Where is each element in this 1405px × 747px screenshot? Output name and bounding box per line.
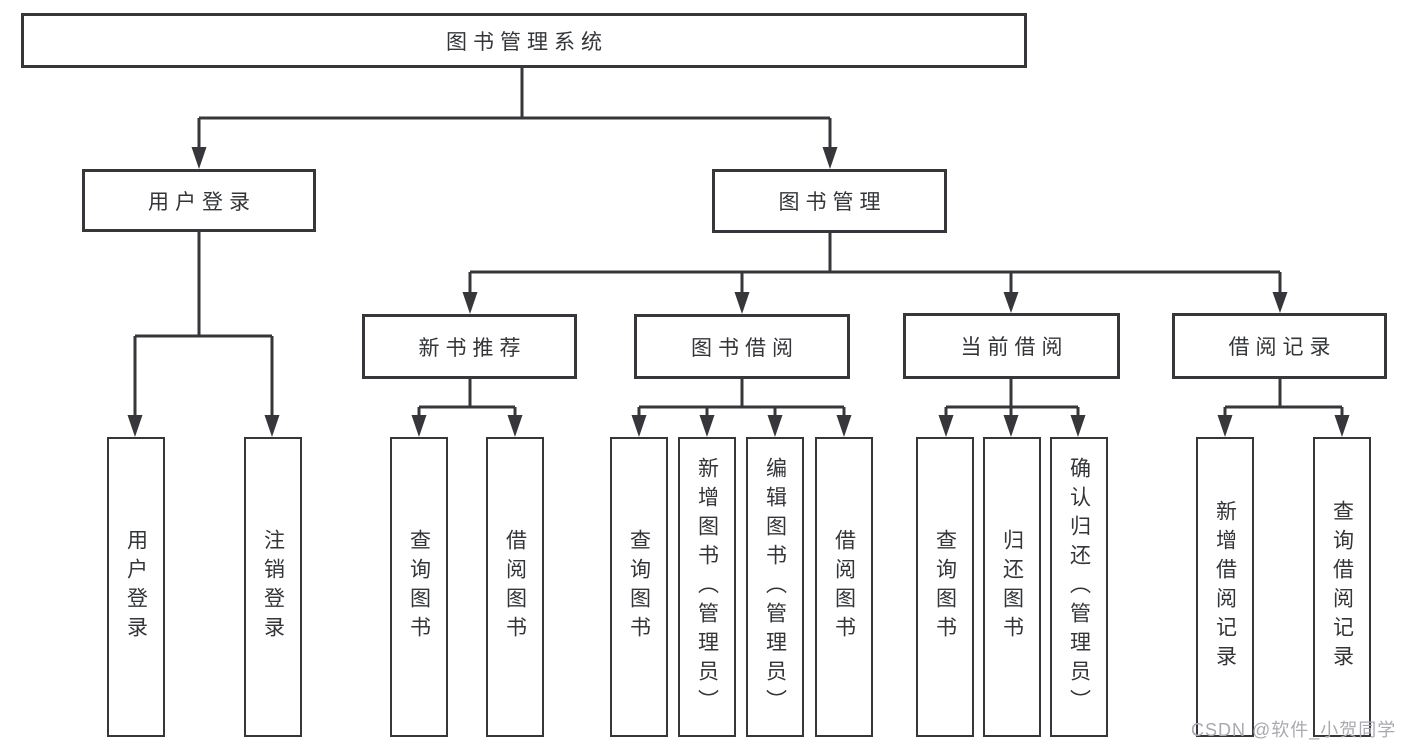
leaf-label: 借阅图书	[832, 529, 856, 645]
arrowhead-icon	[1003, 415, 1019, 437]
connector-line	[944, 379, 1080, 416]
leaf-query-books-recommend: 查询图书	[390, 437, 448, 737]
leaf-return-books: 归还图书	[983, 437, 1041, 737]
arrowhead-icon	[264, 415, 280, 437]
leaf-query-borrow-record: 查询借阅记录	[1313, 437, 1371, 737]
node-borrowing-records: 借阅记录	[1172, 313, 1387, 379]
arrowhead-icon	[1003, 292, 1019, 313]
connector-line	[133, 232, 274, 416]
connector-line	[1223, 379, 1344, 416]
connector-line	[468, 233, 1282, 294]
leaf-confirm-return-admin: 确认归还（管理员）	[1050, 437, 1108, 737]
connector-line	[417, 379, 517, 416]
leaf-query-books-borrowing: 查询图书	[610, 437, 668, 737]
csdn-watermark: CSDN @软件_小贺同学	[1191, 720, 1397, 740]
arrowhead-icon	[836, 415, 852, 437]
connector-line	[637, 379, 846, 416]
leaf-query-books-current: 查询图书	[916, 437, 974, 737]
leaf-label: 用户登录	[124, 529, 148, 645]
leaf-label: 查询图书	[933, 529, 957, 645]
arrowhead-icon	[127, 415, 143, 437]
arrowhead-icon	[767, 415, 783, 437]
node-book-management: 图书管理	[712, 169, 947, 233]
leaf-label: 确认归还（管理员）	[1067, 456, 1091, 718]
leaf-add-books-admin: 新增图书（管理员）	[678, 437, 736, 737]
arrowhead-icon	[1070, 415, 1086, 437]
connector-current-borrow-to-leaves	[938, 379, 1086, 437]
leaf-borrow-books: 借阅图书	[815, 437, 873, 737]
arrowhead-icon	[1272, 292, 1288, 313]
leaf-edit-books-admin: 编辑图书（管理员）	[746, 437, 804, 737]
arrowhead-icon	[191, 147, 207, 169]
node-new-book-recommendation: 新书推荐	[362, 314, 577, 379]
connector-line	[197, 68, 832, 149]
leaf-label: 借阅图书	[503, 529, 527, 645]
leaf-label: 归还图书	[1000, 529, 1024, 645]
arrowhead-icon	[462, 292, 478, 314]
connector-borrow-records-to-leaves	[1217, 379, 1350, 437]
node-label: 用户登录	[148, 190, 256, 214]
leaf-label: 查询图书	[407, 529, 431, 645]
node-user-login: 用户登录	[82, 169, 316, 232]
leaf-label: 注销登录	[261, 529, 285, 645]
leaf-add-borrow-record: 新增借阅记录	[1196, 437, 1254, 737]
node-current-borrowing: 当前借阅	[903, 313, 1120, 379]
node-label: 借阅记录	[1228, 336, 1337, 359]
leaf-user-login: 用户登录	[107, 437, 165, 737]
arrowhead-icon	[699, 415, 715, 437]
node-root-system: 图书管理系统	[21, 13, 1027, 68]
leaf-label: 查询图书	[627, 529, 651, 645]
arrowhead-icon	[631, 415, 647, 437]
leaf-label: 新增借阅记录	[1213, 500, 1237, 674]
leaf-label: 新增图书（管理员）	[695, 456, 719, 718]
arrowhead-icon	[411, 415, 427, 437]
leaf-label: 查询借阅记录	[1330, 500, 1354, 674]
arrowhead-icon	[938, 415, 954, 437]
arrowhead-icon	[734, 292, 750, 314]
node-label: 图书管理	[778, 191, 887, 214]
connector-book-management-to-level3	[462, 233, 1288, 314]
connector-user-login-to-leaves	[127, 232, 280, 437]
arrowhead-icon	[822, 147, 838, 169]
connector-new-books-to-leaves	[411, 379, 523, 437]
arrowhead-icon	[1217, 415, 1233, 437]
connector-book-borrowing-to-leaves	[631, 379, 852, 437]
node-label: 新书推荐	[418, 336, 527, 360]
leaf-borrow-books-recommend: 借阅图书	[486, 437, 544, 737]
node-label: 图书管理系统	[446, 30, 608, 54]
node-label: 当前借阅	[960, 336, 1069, 359]
node-label: 图书借阅	[691, 336, 799, 360]
arrowhead-icon	[1334, 415, 1350, 437]
node-book-borrowing: 图书借阅	[634, 314, 850, 379]
arrowhead-icon	[507, 415, 523, 437]
leaf-label: 编辑图书（管理员）	[763, 456, 787, 718]
connector-root-to-level2	[191, 68, 838, 169]
leaf-logout: 注销登录	[244, 437, 302, 737]
